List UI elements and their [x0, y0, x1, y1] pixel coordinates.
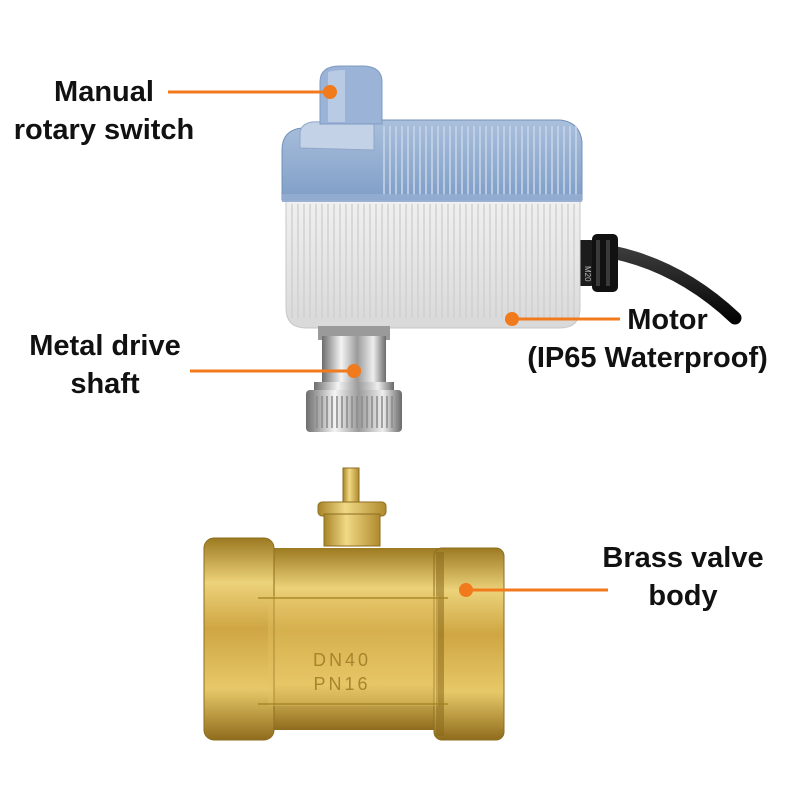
leader-dot-manual-switch [323, 85, 337, 99]
label-metal-drive-shaft: Metal drive shaft [10, 327, 200, 403]
label-brass-valve-body: Brass valve body [578, 539, 788, 615]
label-motor: Motor (IP65 Waterproof) [495, 301, 800, 377]
brass-valve: DN40 PN16 [203, 467, 505, 741]
power-cable [605, 245, 742, 325]
valve-right-port [433, 547, 505, 741]
label-manual-line2: rotary switch [13, 114, 195, 146]
motor-housing [285, 195, 581, 329]
label-shaft-line1: Metal drive [29, 330, 181, 362]
metal-drive-shaft [306, 326, 402, 432]
label-shaft-line2: shaft [70, 368, 140, 400]
leader-dot-drive-shaft [347, 364, 361, 378]
valve-stem [342, 467, 360, 505]
valve-marking-pressure: PN16 [313, 674, 370, 694]
leader-dot-valve-body [459, 583, 473, 597]
label-motor-line1: Motor [627, 304, 708, 336]
leader-dot-motor [505, 312, 519, 326]
valve-marking-size: DN40 [313, 650, 371, 670]
cable-gland [576, 234, 618, 292]
label-brass-line1: Brass valve [602, 542, 764, 574]
valve-left-port [203, 537, 275, 741]
cable-gland-marking: M20 [583, 266, 592, 282]
actuator: M20 [281, 65, 742, 432]
label-manual-rotary-switch: Manual rotary switch [4, 73, 204, 149]
manual-rotary-switch [299, 65, 383, 151]
label-manual-line1: Manual [54, 76, 154, 108]
leader-lines [168, 85, 620, 597]
label-brass-line2: body [648, 580, 718, 612]
label-motor-line2: (IP65 Waterproof) [527, 342, 768, 374]
